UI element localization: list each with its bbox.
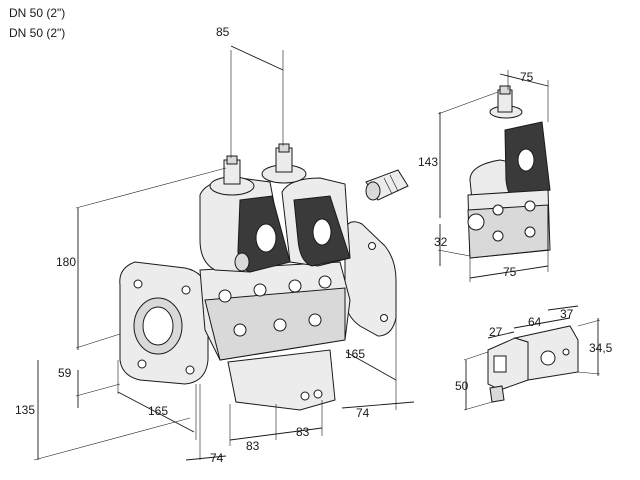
dim-plug-27: 27 [489, 325, 503, 339]
dim-74-bottom: 74 [210, 451, 224, 465]
plug-detail [487, 325, 579, 403]
dim-side-32: 32 [434, 235, 448, 249]
dim-74-right: 74 [356, 406, 370, 420]
dim-plug-50: 50 [455, 379, 469, 393]
dim-side-75-bottom: 75 [503, 265, 517, 279]
dim-83-a: 83 [246, 439, 260, 453]
dim-180: 180 [56, 255, 76, 269]
dim-plug-64: 64 [528, 315, 542, 329]
dim-side-143: 143 [418, 155, 438, 169]
dim-165-right: 165 [345, 347, 365, 361]
dim-side-75-top: 75 [520, 70, 534, 84]
side-view-valve [467, 85, 551, 259]
dim-83-b: 83 [296, 425, 310, 439]
cable-gland [365, 169, 409, 201]
title-line-1: DN 50 (2") [9, 6, 66, 20]
dimension-labels: 85 180 59 135 165 165 74 74 83 83 75 143… [15, 25, 613, 465]
double-valve-assembly [119, 143, 397, 411]
title-line-2: DN 50 (2") [9, 26, 66, 40]
dim-plug-34-5: 34,5 [589, 341, 613, 355]
dim-165-left: 165 [148, 404, 168, 418]
dim-85: 85 [216, 25, 230, 39]
dim-135: 135 [15, 403, 35, 417]
dim-59: 59 [58, 366, 72, 380]
dim-plug-37: 37 [560, 307, 574, 321]
dimension-lines [33, 45, 601, 461]
